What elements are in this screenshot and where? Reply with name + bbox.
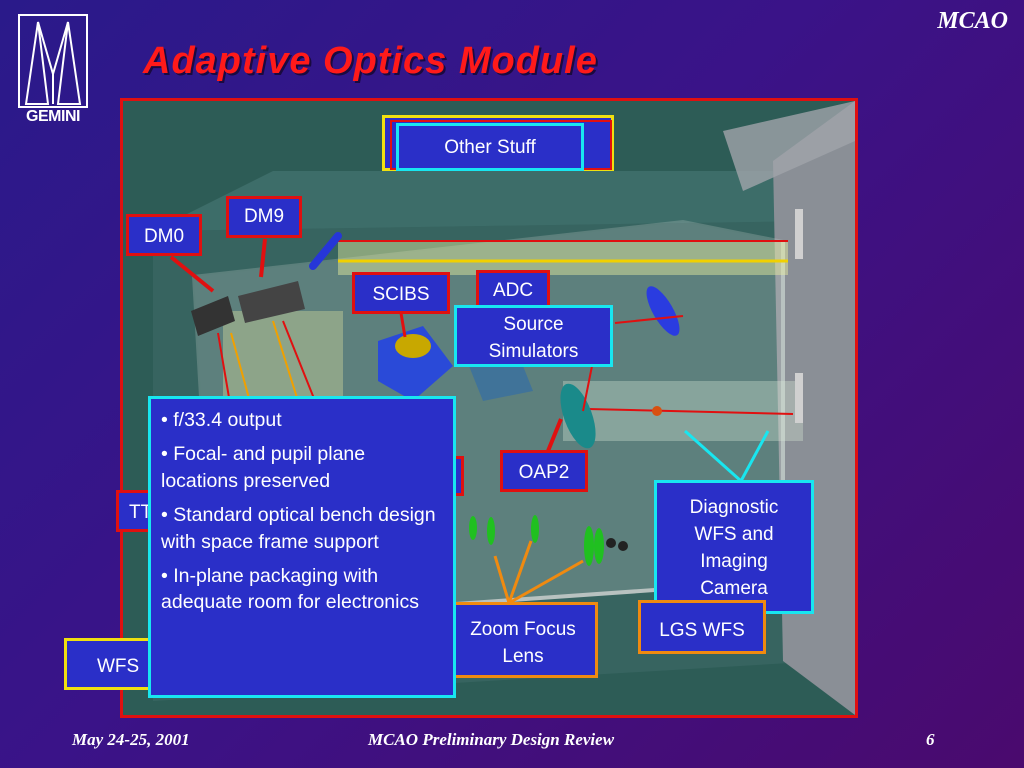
page-title: Adaptive Optics Module	[143, 40, 598, 82]
footer-title: MCAO Preliminary Design Review	[368, 730, 615, 749]
specs-bullet-list: • f/33.4 output • Focal- and pupil plane…	[148, 396, 456, 698]
zoom-focus-lens-label: Zoom Focus Lens	[448, 602, 598, 678]
footer-date: May 24-25, 2001	[72, 730, 190, 749]
lgs-wfs-label: LGS WFS	[638, 600, 766, 654]
bullet-item: • In-plane packaging with adequate room …	[161, 564, 419, 614]
adc-label: ADC	[476, 270, 550, 308]
corner-label: MCAO	[937, 8, 1008, 34]
dm9-label: DM9	[226, 196, 302, 238]
page-number: 6	[926, 730, 935, 749]
gemini-logo	[18, 14, 88, 132]
other-stuff-label: Other Stuff	[396, 123, 584, 171]
scibs-label: SCIBS	[352, 272, 450, 314]
bullet-item: • Standard optical bench design with spa…	[161, 503, 436, 553]
bullet-item: • Focal- and pupil plane locations prese…	[161, 442, 366, 492]
wfs-label: WFS	[64, 638, 160, 690]
diagnostic-wfs-label: Diagnostic WFS and Imaging Camera	[654, 480, 814, 614]
gemini-logo-text: GEMINI	[26, 108, 80, 125]
oap2-label: OAP2	[500, 450, 588, 492]
dm0-label: DM0	[126, 214, 202, 256]
bullet-item: • f/33.4 output	[161, 409, 282, 431]
source-simulators-label: Source Simulators	[454, 305, 613, 367]
